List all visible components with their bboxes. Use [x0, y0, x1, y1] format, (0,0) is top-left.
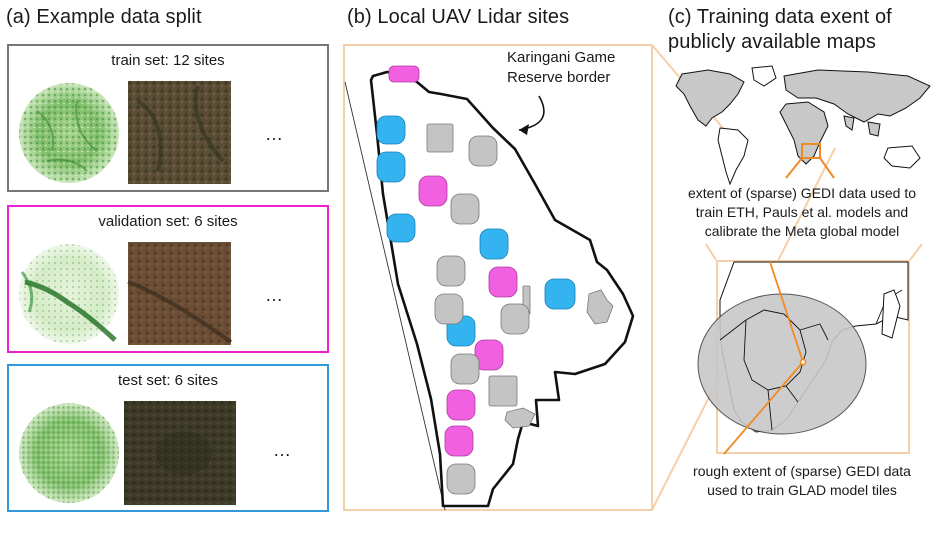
- site-train: [450, 193, 480, 225]
- site-train: [500, 303, 530, 335]
- site-train: [450, 353, 480, 385]
- test-ellipsis: …: [273, 440, 292, 460]
- site-test: [479, 228, 509, 260]
- site-train: [434, 293, 464, 325]
- gedi-note-line-3: calibrate the Meta global model: [704, 223, 900, 239]
- africa-zoom-box: [801, 143, 821, 159]
- panel-a-heading: (a) Example data split: [6, 6, 202, 28]
- road-line: [344, 81, 446, 511]
- site-validation: [474, 339, 504, 371]
- gedi-note-line-1: extent of (sparse) GEDI data used to: [687, 185, 916, 201]
- site-train: [488, 375, 518, 407]
- glad-note-line-1: rough extent of (sparse) GEDI data: [693, 463, 911, 479]
- train-ellipsis: …: [265, 124, 284, 144]
- gedi-note-line-2: train ETH, Pauls et al. models and: [695, 204, 909, 220]
- train-set-box: train set: 12 sites: [7, 44, 329, 192]
- karingani-marker: [799, 358, 807, 366]
- site-test: [376, 115, 406, 145]
- test-chm-thumbnail: [19, 403, 119, 503]
- site-validation: [388, 65, 420, 83]
- site-validation: [444, 425, 474, 457]
- site-train: [436, 255, 466, 287]
- site-map: [344, 65, 635, 511]
- test-set-box: test set: 6 sites …: [7, 364, 329, 512]
- site-validation: [418, 175, 448, 207]
- site-validation: [446, 389, 476, 421]
- test-set-label: test set: 6 sites: [117, 372, 219, 389]
- reserve-border: [369, 70, 635, 508]
- validation-chm-thumbnail: [19, 244, 119, 344]
- validation-rgb-thumbnail: [127, 242, 233, 345]
- site-validation: [488, 266, 518, 298]
- site-train: [586, 289, 614, 325]
- glad-note-line-2: used to train GLAD model tiles: [707, 482, 897, 498]
- validation-set-label: validation set: 6 sites: [98, 213, 238, 230]
- southern-africa-map: [697, 261, 909, 455]
- test-rgb-thumbnail: [124, 401, 236, 505]
- train-chm-thumbnail: [19, 83, 119, 183]
- world-map: [675, 65, 931, 186]
- site-train: [446, 463, 476, 495]
- border-annotation-line-1: Karingani Game: [507, 49, 616, 66]
- panel-c-heading-line-2: publicly available maps: [668, 31, 876, 53]
- site-train: [468, 135, 498, 167]
- glad-gedi-extent: [697, 293, 867, 435]
- validation-ellipsis: …: [265, 285, 284, 305]
- panel-b-heading: (b) Local UAV Lidar sites: [347, 6, 570, 28]
- site-test: [376, 151, 406, 183]
- site-train: [504, 407, 536, 429]
- site-test: [544, 278, 576, 310]
- border-annotation-line-2: Reserve border: [507, 69, 611, 86]
- site-train: [426, 123, 454, 153]
- train-rgb-thumbnail: [128, 81, 231, 184]
- panel-c-heading-line-1: (c) Training data exent of: [668, 6, 892, 28]
- train-set-label: train set: 12 sites: [111, 52, 225, 69]
- site-map-frame: [343, 44, 653, 511]
- validation-set-box: validation set: 6 sites …: [7, 205, 329, 353]
- site-test: [386, 213, 416, 243]
